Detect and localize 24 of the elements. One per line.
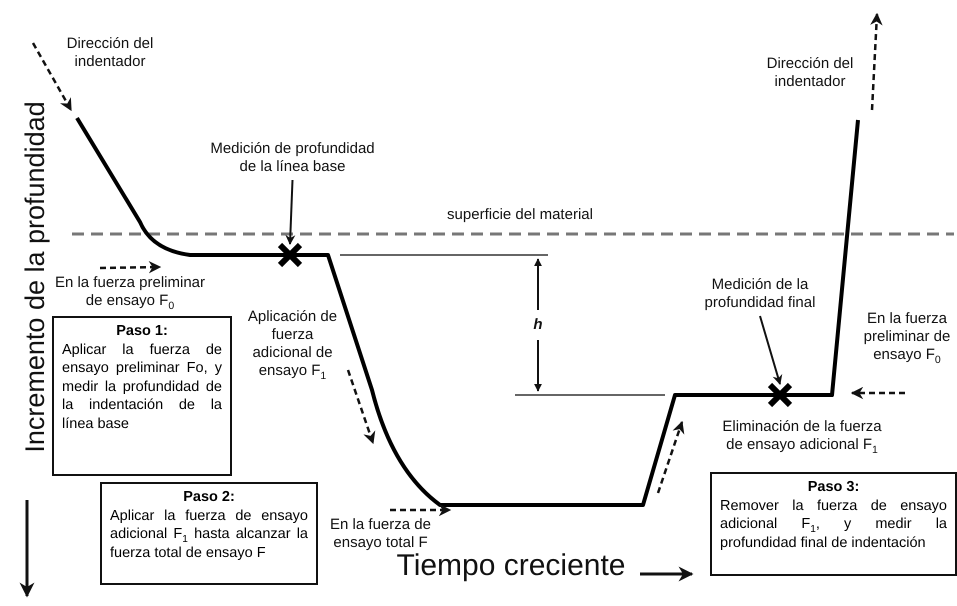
step-box — [100, 482, 318, 585]
leader-arrow — [285, 180, 296, 245]
force-label: En la fuerza preliminar de ensayo F$_{0}$ — [862, 310, 952, 364]
cross-mark — [767, 382, 793, 408]
dimension-label: h — [532, 316, 544, 334]
force-label: Aplicación de fuerza adicional de ensayo F$_{1}$ — [246, 308, 338, 380]
step-text: Remover la fuerza de ensayo adicional F$_{1}$, y medir la profundidad final de indentación — [720, 496, 947, 552]
step-heading: Paso 2: — [182, 488, 236, 506]
cross-mark — [277, 242, 303, 268]
force-label: En la fuerza preliminar de ensayo F$_{0}$ — [54, 274, 206, 310]
force-label: Eliminación de la fuerza de ensayo adicional F$_{1}$ — [721, 418, 883, 454]
step-box — [52, 316, 232, 476]
step-text: Aplicar la fuerza de ensayo adicional F$_{1}$ hasta alcanzar la fuerza total de ensayo F — [110, 506, 308, 562]
step-heading: Paso 3: — [806, 478, 860, 496]
step-box — [710, 472, 957, 576]
leader-arrow — [759, 316, 782, 385]
axis-title: Incremento de la profundidad — [20, 100, 50, 455]
direction-label: Dirección del indentador — [66, 35, 154, 71]
callout-text: Medición de profundidad de la línea base — [200, 140, 385, 176]
surface-label: superficie del material — [446, 206, 594, 224]
step-heading: Paso 1: — [115, 322, 169, 340]
callout-text: Medición de la profundidad final — [690, 276, 830, 312]
step-text: Aplicar la fuerza de ensayo preliminar Fo, y medir la profundidad de la indentación de la línea base — [62, 340, 222, 433]
direction-label: Dirección del indentador — [766, 55, 854, 91]
